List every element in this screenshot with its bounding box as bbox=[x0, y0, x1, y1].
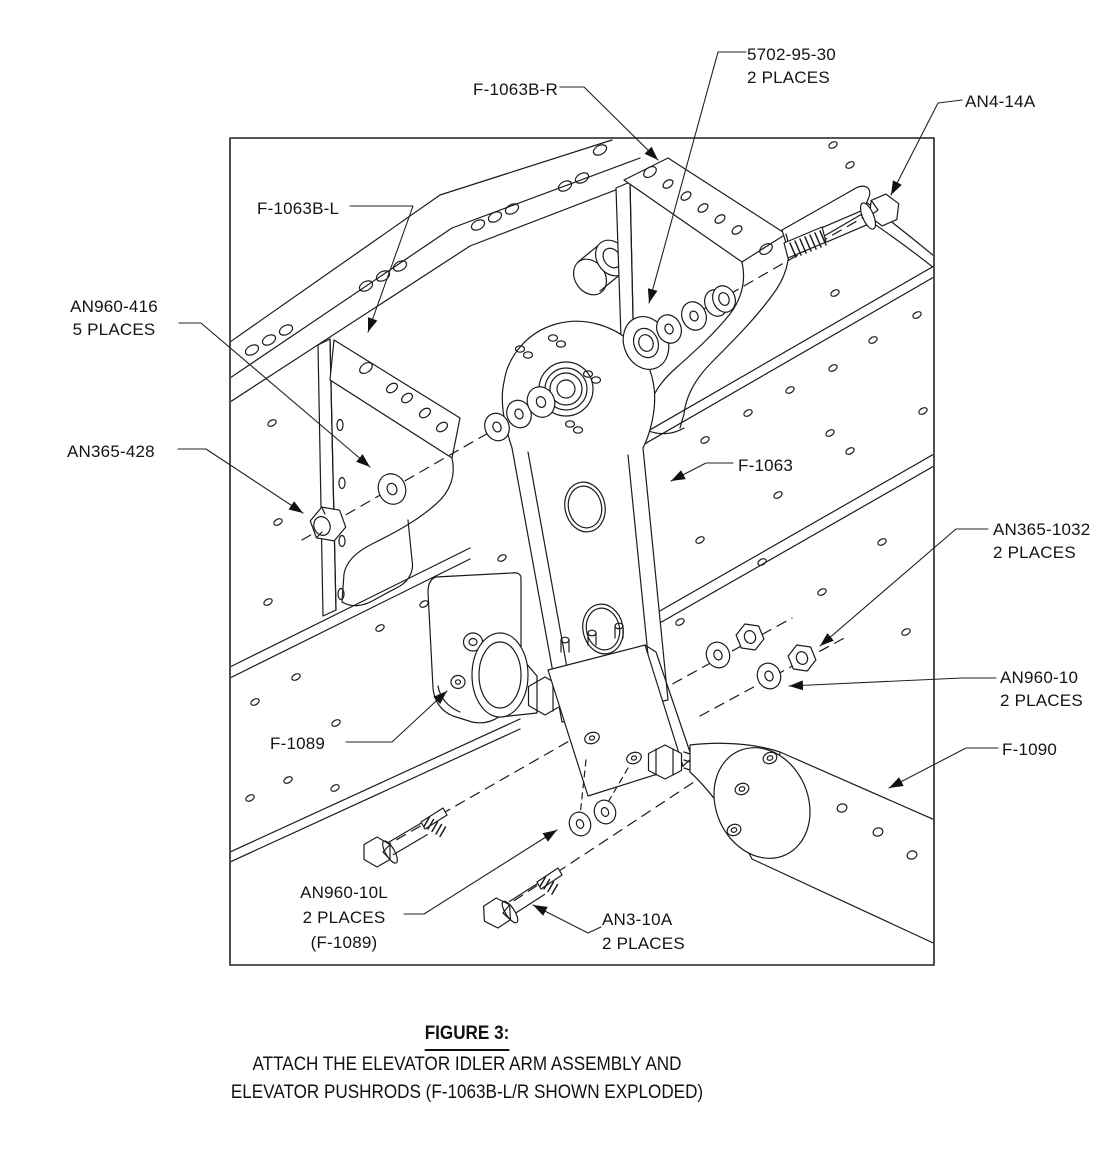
callout-f1063b-l: F-1063B-L bbox=[257, 197, 339, 220]
leader-f1089 bbox=[345, 690, 448, 743]
callout-line: 2 PLACES bbox=[602, 934, 685, 953]
callout-line: F-1063 bbox=[738, 456, 794, 475]
bracket-r-rivet-holes bbox=[643, 165, 773, 256]
callout-f1089: F-1089 bbox=[270, 732, 325, 755]
callout-line: F-1089 bbox=[270, 734, 326, 753]
leader-an4-14a bbox=[890, 99, 963, 196]
callout-an365-1032: AN365-1032 2 PLACES bbox=[993, 518, 1090, 564]
leader-f1063b-l bbox=[349, 205, 414, 333]
callout-line: AN4-14A bbox=[965, 92, 1036, 111]
nut-an365-428 bbox=[309, 506, 347, 542]
clevis-pins bbox=[560, 622, 624, 653]
callout-an960-416: AN960-416 5 PLACES bbox=[58, 295, 170, 341]
callout-line: 5702-95-30 bbox=[747, 45, 836, 64]
callout-f1063: F-1063 bbox=[738, 454, 793, 477]
web-rivet-holes-right bbox=[675, 141, 928, 636]
bracket-f1063b-l bbox=[317, 338, 461, 617]
callout-5702-95-30: 5702-95-30 2 PLACES bbox=[747, 43, 836, 89]
callout-line: AN365-1032 bbox=[993, 520, 1091, 539]
washers-an960-10l bbox=[568, 799, 617, 837]
callout-line: AN960-10 bbox=[1000, 668, 1079, 687]
leader-f1090 bbox=[888, 747, 999, 789]
figure-caption: FIGURE 3: ATTACH THE ELEVATOR IDLER ARM … bbox=[17, 1020, 917, 1107]
bolt-an4-14a bbox=[783, 193, 900, 259]
pushrod-f1090 bbox=[647, 742, 933, 944]
callout-line: 2 PLACES bbox=[993, 543, 1076, 562]
pushrod-end-dome bbox=[713, 747, 811, 859]
figure-title: FIGURE 3: bbox=[62, 1020, 872, 1051]
figure-number: FIGURE 3: bbox=[424, 1020, 510, 1051]
cap-strip-rivet-holes bbox=[244, 144, 608, 356]
leader-f1063 bbox=[670, 462, 734, 482]
leader-an3-10a bbox=[532, 904, 602, 934]
web-rivet-holes-left bbox=[245, 419, 507, 802]
callout-line: AN960-416 bbox=[70, 297, 158, 316]
callout-an960-10l: AN960-10L 2 PLACES (F-1089) bbox=[288, 880, 400, 955]
leader-f1063b-r bbox=[559, 86, 659, 161]
callout-an3-10a: AN3-10A 2 PLACES bbox=[602, 908, 685, 956]
leader-5702-95-30 bbox=[647, 51, 747, 304]
bolts-an3-10a bbox=[363, 807, 563, 929]
washer-an960-416 bbox=[377, 473, 407, 505]
callout-line: 5 PLACES bbox=[72, 320, 156, 339]
nuts bbox=[309, 506, 817, 672]
callout-line: AN365-428 bbox=[67, 442, 155, 461]
callout-f1090: F-1090 bbox=[1002, 738, 1057, 761]
callout-f1063b-r: F-1063B-R bbox=[400, 78, 558, 101]
bracket-l-rivet-holes bbox=[336, 361, 449, 601]
nuts-an365-1032 bbox=[735, 623, 817, 672]
leader-an365-428 bbox=[177, 448, 304, 514]
caption-line-2: ELEVATOR PUSHRODS (F-1063B-L/R SHOWN EXP… bbox=[230, 1082, 704, 1103]
washers bbox=[377, 285, 782, 837]
bolt-an3-10a-left bbox=[363, 807, 448, 868]
washers-an960-10 bbox=[705, 641, 782, 690]
callout-line: AN3-10A bbox=[602, 910, 673, 929]
leader-lines bbox=[177, 51, 999, 934]
callout-line: F-1063B-L bbox=[257, 199, 340, 218]
callout-an960-10: AN960-10 2 PLACES bbox=[1000, 666, 1083, 712]
callout-line: 2 PLACES bbox=[1000, 691, 1083, 710]
caption-line-1: ATTACH THE ELEVATOR IDLER ARM ASSEMBLY A… bbox=[252, 1054, 682, 1075]
callout-line: F-1090 bbox=[1002, 740, 1058, 759]
callout-line: AN960-10L bbox=[300, 883, 388, 902]
callout-an4-14a: AN4-14A bbox=[965, 90, 1035, 113]
leader-an960-10 bbox=[788, 677, 997, 691]
callout-line: 2 PLACES bbox=[747, 68, 830, 87]
leader-an960-10l bbox=[403, 829, 558, 915]
pushrod-rivets bbox=[726, 751, 918, 860]
callout-line: (F-1089) bbox=[310, 933, 378, 952]
bolt-an3-10a-right bbox=[483, 867, 563, 929]
callout-line: F-1063B-R bbox=[473, 80, 558, 99]
leader-an365-1032 bbox=[819, 528, 989, 647]
leader-an960-416 bbox=[178, 322, 371, 468]
idler-arm-pins bbox=[514, 334, 602, 434]
callout-line: 2 PLACES bbox=[302, 908, 386, 927]
callout-an365-428: AN365-428 bbox=[67, 440, 155, 463]
clevis-bolt-centerlines bbox=[579, 759, 629, 817]
